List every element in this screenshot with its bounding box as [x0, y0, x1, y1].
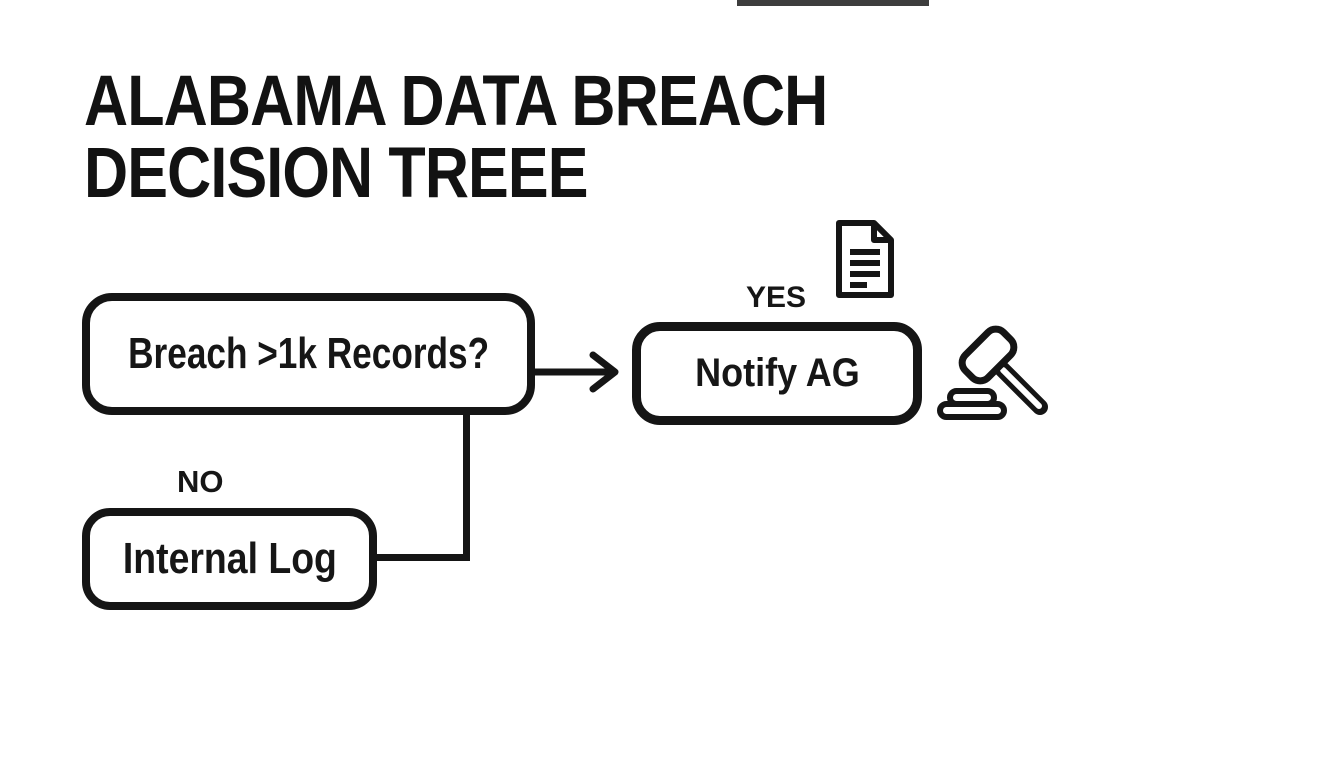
- node-internal-label: Internal Log: [122, 534, 337, 583]
- document-icon: [829, 219, 901, 304]
- no-branch-label: NO: [177, 464, 224, 499]
- page-title: ALABAMA DATA BREACH DECISION TREEE: [84, 62, 828, 213]
- page-title-line1: ALABAMA DATA BREACH: [84, 62, 828, 141]
- top-edge-artifact: [737, 0, 929, 6]
- page-title-line2: DECISION TREEE: [84, 134, 589, 213]
- node-decision-label: Breach >1k Records?: [128, 329, 489, 378]
- yes-branch-label: YES: [746, 281, 807, 314]
- node-notify-label: Notify AG: [694, 351, 860, 395]
- yes-arrow-connector: [533, 351, 619, 393]
- gavel-icon: [936, 325, 1052, 428]
- no-branch-horizontal-connector: [373, 554, 470, 561]
- no-branch-vertical-connector: [463, 410, 470, 561]
- node-decision-breach-size: Breach >1k Records?: [82, 293, 535, 415]
- node-internal-log: Internal Log: [82, 508, 377, 610]
- node-notify-ag: Notify AG: [632, 322, 922, 425]
